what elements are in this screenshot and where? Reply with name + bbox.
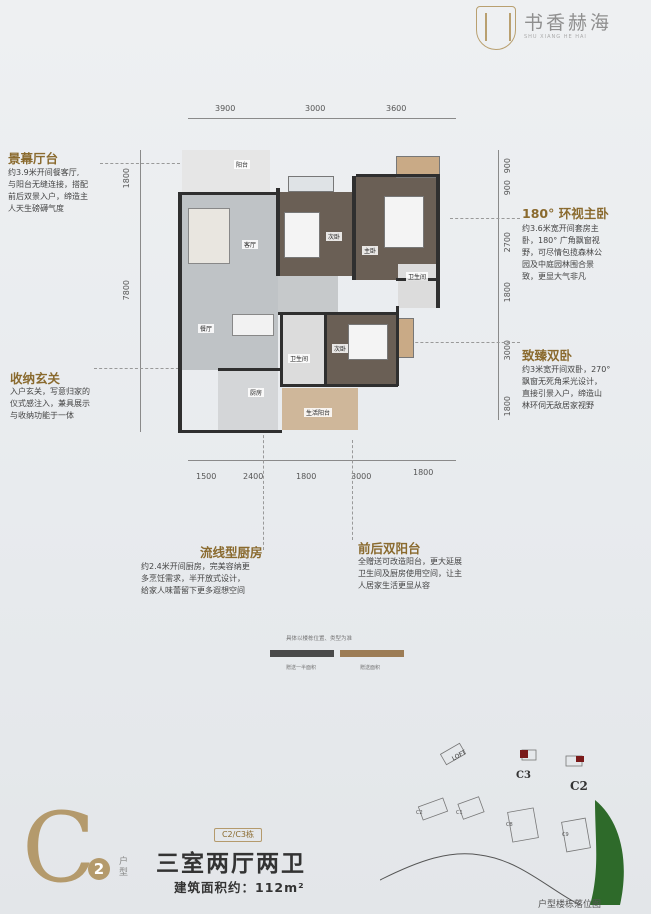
dim-bottom-4: 3000 xyxy=(351,472,372,481)
site-map-title: 户型楼栋落位图 xyxy=(538,900,602,910)
site-label-g1: C1 xyxy=(456,810,463,816)
feature-second-title: 致臻双卧 xyxy=(522,348,573,363)
room-bath-master: 卫生间 xyxy=(406,272,429,281)
dim-bottom-2: 2400 xyxy=(243,472,264,481)
dim-right-1: 900 xyxy=(503,158,512,174)
unit-title: 三室两厅两卫 xyxy=(156,851,306,877)
room-bedroom2: 次卧 xyxy=(332,344,349,353)
dim-bottom-3: 1800 xyxy=(296,472,317,481)
feature-balcony-title: 前后双阳台 xyxy=(358,541,421,556)
dim-right-6: 1800 xyxy=(503,396,512,417)
feature-second-desc: 约3米宽开间双卧，270°飘窗无死角采光设计， 直接引景入户，缔造山林环伺无敌居… xyxy=(522,365,611,410)
unit-letter: C xyxy=(22,792,96,904)
site-label-loft: LOFT xyxy=(451,749,468,763)
dim-top-2: 3000 xyxy=(305,104,326,113)
unit-type-label: 户型 xyxy=(117,856,127,878)
room-balcony: 阳台 xyxy=(234,160,251,169)
site-label-g8: C8 xyxy=(506,822,513,828)
legend-brown-swatch xyxy=(340,650,404,657)
feature-entry-desc: 入户玄关，写意归家的仪式感注入，兼具展示 与收纳功能于一体 xyxy=(10,387,90,420)
brand-logo-icon xyxy=(476,6,516,50)
dim-bottom-1: 1500 xyxy=(196,472,217,481)
room-bath: 卫生间 xyxy=(288,354,311,363)
feature-master-title: 180° 环视主卧 xyxy=(522,206,609,221)
dim-right-5: 3000 xyxy=(503,340,512,361)
site-label-g9: C9 xyxy=(562,832,569,838)
dim-left-2: 7800 xyxy=(122,280,131,301)
feature-master-desc: 约3.6米宽开间套房主卧，180° 广角飘窗视 野，可尽情包揽森林公园及中庭园林… xyxy=(522,224,602,281)
unit-area: 建筑面积约：112m² xyxy=(174,880,305,895)
building-badge: C2/C3栋 xyxy=(214,828,262,842)
feature-kitchen-title: 流线型厨房 xyxy=(200,545,263,560)
room-front-balcony: 生活阳台 xyxy=(304,408,333,417)
site-map: LOFT C3 C2 C2 C1 C8 C9 xyxy=(380,742,624,906)
site-label-c3: C3 xyxy=(516,770,531,781)
feature-kitchen-desc: 约2.4米开间厨房，完美容纳更多烹饪需求，半开放式设计， 给家人味蕾留下更多遐想… xyxy=(141,562,250,595)
room-living: 客厅 xyxy=(242,240,259,249)
brand-subtitle: SHU XIANG HE HAI xyxy=(524,34,587,40)
dim-top-1: 3900 xyxy=(215,104,236,113)
site-label-g2: C2 xyxy=(416,810,423,816)
dim-right-3: 2700 xyxy=(503,232,512,253)
legend-dark-label: 赠送一半面积 xyxy=(286,665,317,671)
dim-left-1: 1800 xyxy=(122,168,131,189)
dim-right-2: 900 xyxy=(503,180,512,196)
room-master: 主卧 xyxy=(362,246,379,255)
legend-dark-swatch xyxy=(270,650,334,657)
feature-entry-title: 收纳玄关 xyxy=(10,371,61,386)
room-kitchen: 厨房 xyxy=(248,388,265,397)
site-label-c2: C2 xyxy=(570,779,588,793)
brand-name: 书香赫海 xyxy=(524,12,613,34)
feature-living-title: 景幕厅台 xyxy=(8,151,59,166)
dim-bottom-5: 1800 xyxy=(413,468,434,477)
unit-number: 2 xyxy=(88,858,110,880)
dim-right-4: 1800 xyxy=(503,282,512,303)
feature-living-desc: 约3.9米开间餐客厅,与阳台无缝连接，搭配 前后双景入户，缔造主人天生磅礴气度 xyxy=(8,168,88,213)
feature-balcony-desc: 全赠送可改造阳台，更大延展卫生间及厨房使用空间，让主 人居家生活更显从容 xyxy=(358,557,462,590)
dim-top-3: 3600 xyxy=(386,104,407,113)
legend-note: 具体以楼栋位置、类型为准 xyxy=(286,636,353,642)
legend-brown-label: 赠送面积 xyxy=(360,665,381,671)
floor-plan: 阳台 客厅 餐厅 次卧 主卧 卫生间 卫生间 次卧 厨房 生活阳台 xyxy=(178,148,458,434)
room-bedroom1: 次卧 xyxy=(326,232,343,241)
room-dining: 餐厅 xyxy=(198,324,215,333)
